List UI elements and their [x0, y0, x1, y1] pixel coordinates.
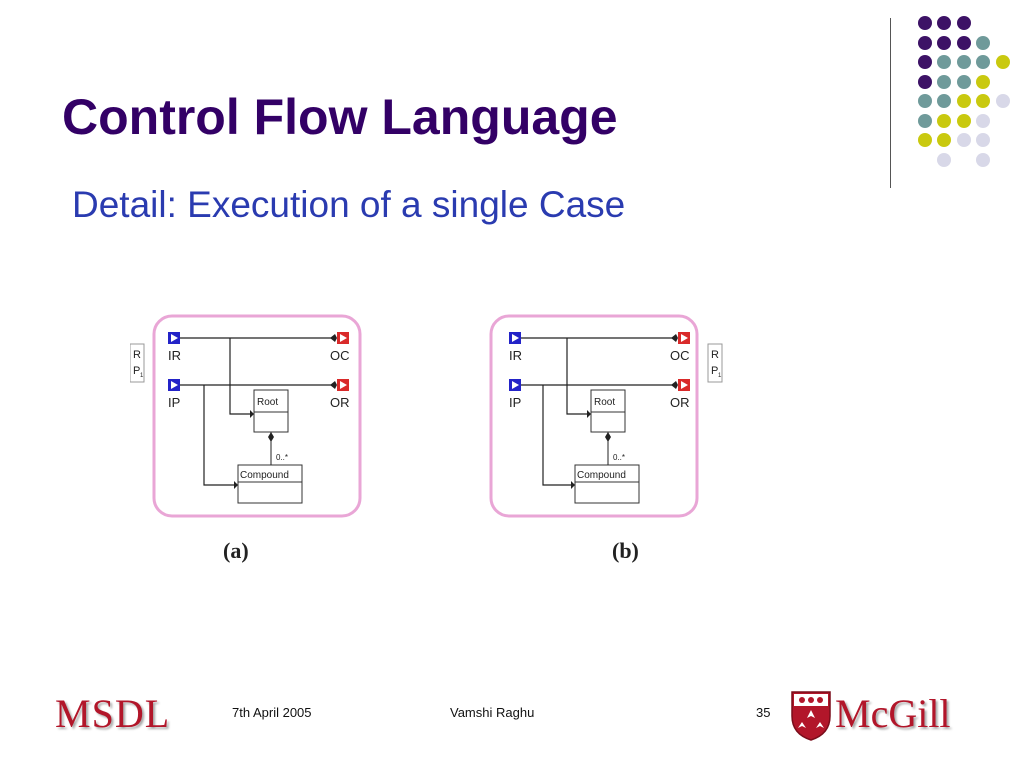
decorative-dot [917, 113, 932, 128]
figure-b: R P 1 IR IP OC OR Root Compound [467, 300, 723, 530]
decorative-dot [917, 74, 932, 89]
decorative-dot [956, 74, 971, 89]
decorative-dot [917, 133, 932, 147]
decorative-dot [937, 94, 951, 108]
side-port-sub: 1 [140, 373, 144, 379]
decorative-dot [956, 133, 971, 147]
slide-title: Control Flow Language [62, 89, 618, 145]
decorative-dot [917, 55, 932, 69]
decorative-dot [937, 152, 951, 167]
decorative-dot [937, 55, 951, 69]
footer-author: Vamshi Raghu [450, 705, 535, 720]
decorative-dot [976, 55, 990, 69]
decorative-dot [976, 133, 990, 147]
decorative-dot [917, 16, 932, 30]
decorative-dot [995, 94, 1010, 108]
msdl-logo: MSDL [55, 691, 171, 736]
mcgill-logo: McGill [835, 691, 951, 736]
output-label-or: OR [330, 395, 350, 410]
figure-a: R P 1 IR IP OC OR Root Compound [129, 300, 380, 530]
multiplicity-label: 0..* [613, 453, 625, 462]
side-port-sub: 1 [718, 373, 722, 379]
input-label-ip: IP [509, 395, 521, 410]
footer-page-number: 35 [756, 705, 771, 720]
side-port-box [129, 343, 145, 383]
mcgill-crest-icon [791, 691, 831, 741]
decorative-dot [976, 74, 990, 89]
input-label-ir: IR [168, 348, 181, 363]
input-label-ip: IP [168, 395, 180, 410]
side-port-box [707, 343, 723, 383]
decorative-dot [917, 35, 932, 50]
class-root-label: Root [594, 397, 615, 408]
multiplicity-label: 0..* [276, 453, 288, 462]
decorative-dot [937, 133, 951, 147]
decorative-dot [956, 35, 971, 50]
caption-a: (a) [223, 538, 249, 563]
decorative-dot [937, 35, 951, 50]
decorative-dot [937, 113, 951, 128]
class-compound-label: Compound [577, 470, 626, 481]
side-port-p: P [711, 365, 718, 377]
decorative-dot [976, 113, 990, 128]
figure-a-diagram: R P 1 IR IP OC OR Root Compound [129, 314, 362, 518]
footer-date: 7th April 2005 [232, 705, 312, 720]
decorative-dot [937, 74, 951, 89]
side-port-r: R [133, 349, 141, 361]
decorative-dot [976, 94, 990, 108]
decorative-dot [956, 113, 971, 128]
decorative-dot [956, 94, 971, 108]
class-compound-label: Compound [240, 470, 289, 481]
output-label-or: OR [670, 395, 690, 410]
decorative-dot [976, 152, 990, 167]
decorative-dot [995, 55, 1010, 69]
decorative-dot [956, 16, 971, 30]
input-label-ir: IR [509, 348, 522, 363]
slide-subtitle: Detail: Execution of a single Case [72, 184, 626, 225]
caption-b: (b) [612, 538, 639, 563]
decorative-dot [917, 94, 932, 108]
figure-b-diagram: R P 1 IR IP OC OR Root Compound [489, 314, 723, 518]
output-label-oc: OC [670, 348, 690, 363]
decorative-dot [956, 55, 971, 69]
decorative-dot [937, 16, 951, 30]
decorative-dot [976, 35, 990, 50]
decorative-divider [890, 18, 891, 188]
side-port-p: P [133, 365, 140, 377]
output-label-oc: OC [330, 348, 350, 363]
class-root-label: Root [257, 397, 278, 408]
side-port-r: R [711, 349, 719, 361]
